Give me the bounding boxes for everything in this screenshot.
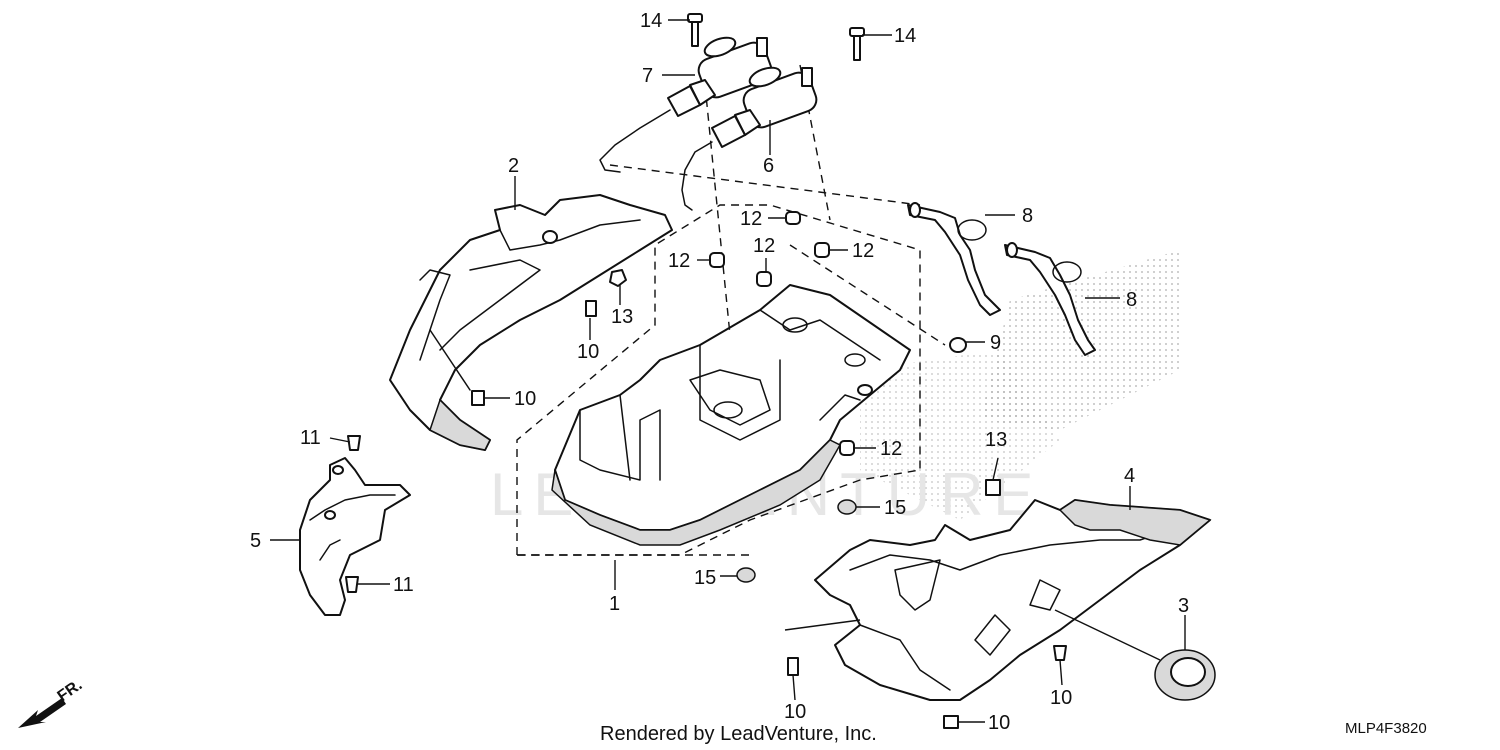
leader-lines — [270, 19, 1186, 723]
callout-14-b: 14 — [894, 25, 916, 47]
callout-10-b: 10 — [514, 388, 536, 410]
plug-cap-part-8-upper[interactable] — [907, 202, 1001, 316]
callout-4: 4 — [1124, 465, 1135, 487]
nut-part-12-group[interactable] — [709, 211, 855, 456]
callout-12-b: 12 — [740, 208, 762, 230]
callout-13-a: 13 — [611, 306, 633, 328]
plug-cap-part-8-lower[interactable] — [1004, 242, 1096, 356]
callout-12-d: 12 — [852, 240, 874, 262]
clip-fasteners[interactable] — [345, 269, 1067, 729]
callout-10-a: 10 — [577, 341, 599, 363]
callout-12-c: 12 — [753, 235, 775, 257]
callout-10-e: 10 — [988, 712, 1010, 734]
tray-assembly-part-1[interactable] — [551, 284, 911, 546]
callout-12-a: 12 — [668, 250, 690, 272]
callout-7: 7 — [642, 65, 653, 87]
render-credit: Rendered by LeadVenture, Inc. — [600, 723, 877, 745]
assembly-dashed-outline — [516, 64, 946, 556]
callout-labels: 1 2 3 4 5 6 7 8 8 9 10 10 10 10 10 11 11… — [250, 10, 1189, 734]
bolt-part-14-right[interactable] — [849, 27, 865, 61]
callout-10-c: 10 — [784, 701, 806, 723]
callout-1: 1 — [609, 593, 620, 615]
front-direction-arrow: FR. — [18, 677, 85, 728]
callout-11-b: 11 — [393, 574, 414, 596]
callout-2: 2 — [508, 155, 519, 177]
bolt-part-14-left[interactable] — [687, 13, 703, 47]
callout-3: 3 — [1178, 595, 1189, 617]
diagram-code: MLP4F3820 — [1345, 720, 1427, 737]
bracket-part-5[interactable] — [299, 457, 411, 616]
ignition-coil-part-6[interactable] — [681, 64, 820, 211]
callout-15-b: 15 — [694, 567, 716, 589]
under-cover-part-4[interactable] — [814, 499, 1212, 701]
callout-11-a: 11 — [300, 427, 321, 449]
callout-15-a: 15 — [884, 497, 906, 519]
callout-8-upper: 8 — [1022, 205, 1033, 227]
callout-12-e: 12 — [880, 438, 902, 460]
grommet-part-3[interactable] — [1154, 649, 1216, 701]
callout-14-a: 14 — [640, 10, 662, 32]
left-cover-part-2[interactable] — [389, 194, 673, 451]
callout-8-lower: 8 — [1126, 289, 1137, 311]
callout-13-b: 13 — [985, 429, 1007, 451]
callout-9: 9 — [990, 332, 1001, 354]
callout-5: 5 — [250, 530, 261, 552]
callout-10-d: 10 — [1050, 687, 1072, 709]
callout-6: 6 — [763, 155, 774, 177]
